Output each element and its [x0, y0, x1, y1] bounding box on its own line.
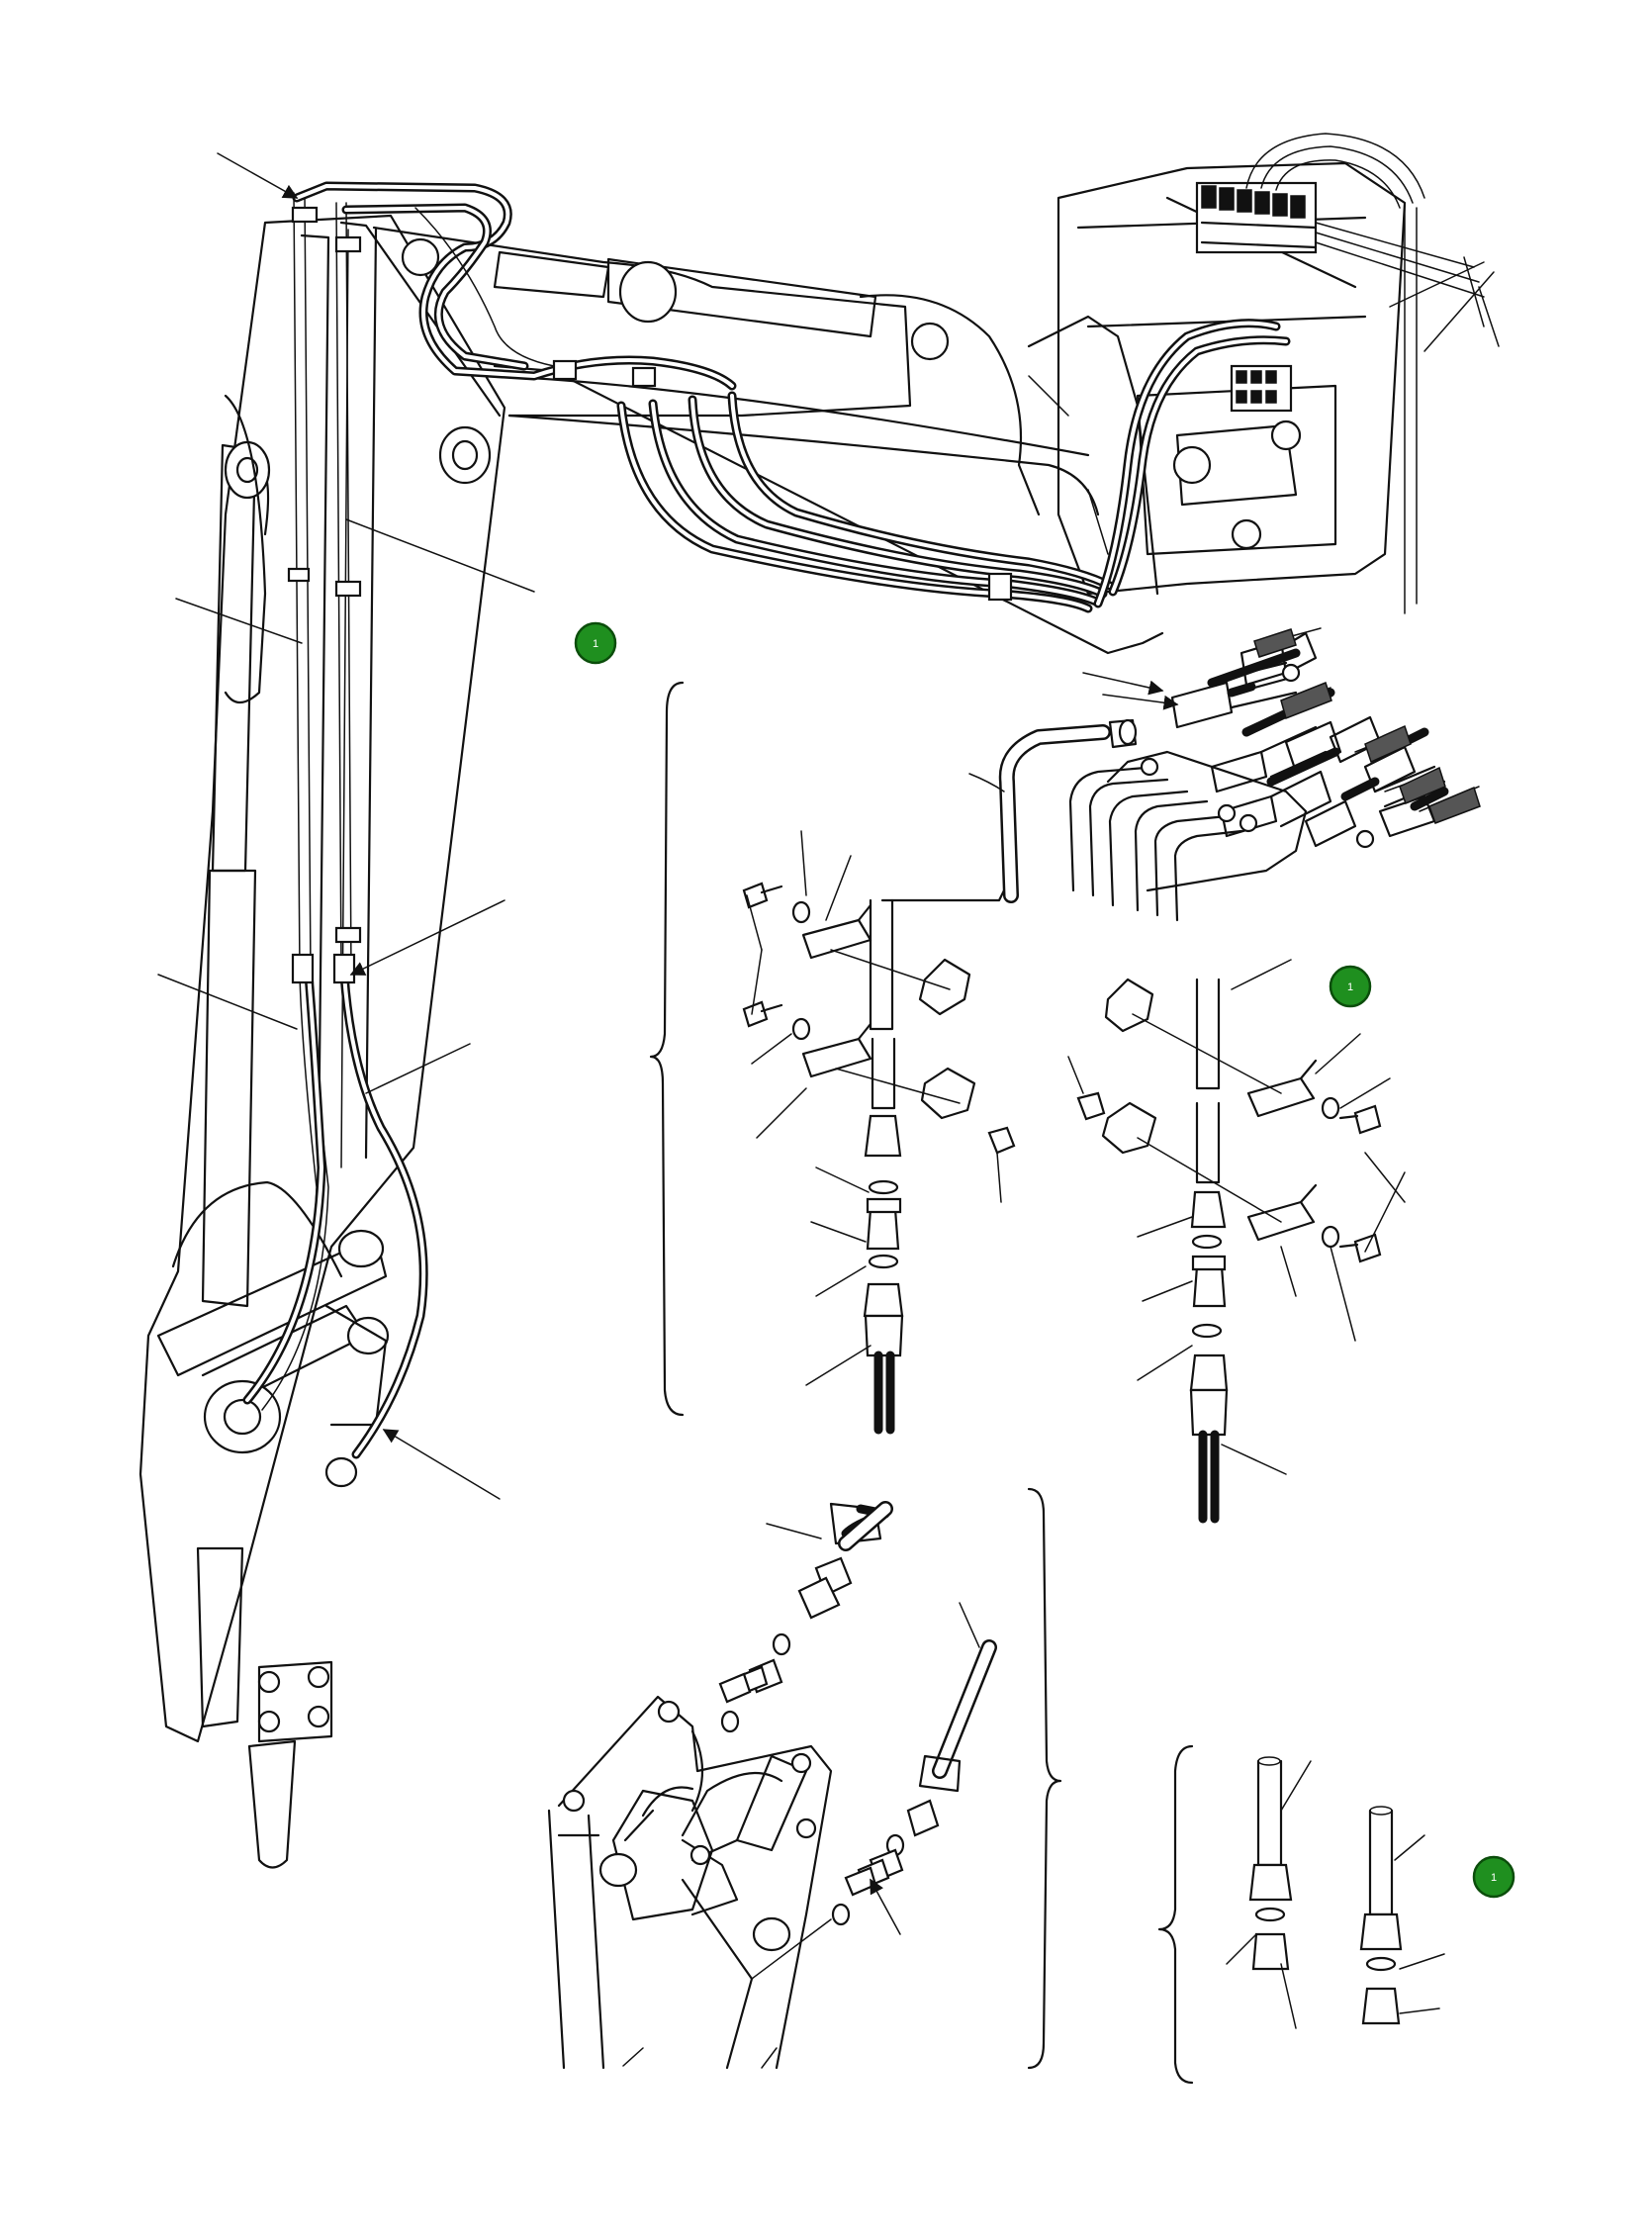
callout-badge-bottom: 1	[1472, 1855, 1515, 1899]
callout-badge-bottom-label: 1	[1491, 1872, 1497, 1884]
callout-badge-top-label: 1	[593, 638, 598, 650]
control-valve-bank	[1195, 181, 1318, 254]
boom-arm	[138, 214, 506, 1869]
boom-hoses	[292, 181, 1291, 613]
callout-badge-middle: 1	[1329, 965, 1372, 1008]
upper-boom	[372, 133, 1500, 655]
main-leaders	[157, 152, 1495, 1500]
callout-badge-top: 1	[574, 621, 617, 665]
detail-fitting-variant	[1157, 1744, 1445, 2085]
detail-upper-pipe-assembly	[968, 627, 1481, 922]
callout-badge-middle-label: 1	[1347, 981, 1353, 993]
detail-bracket-left	[649, 681, 685, 1417]
detail-right-fitting-stack	[1067, 959, 1406, 1524]
arm-hydraulic-lines	[242, 192, 428, 1459]
detail-bucket-linkage	[547, 1487, 1062, 2070]
detail-left-fitting-stack	[742, 830, 1016, 1435]
